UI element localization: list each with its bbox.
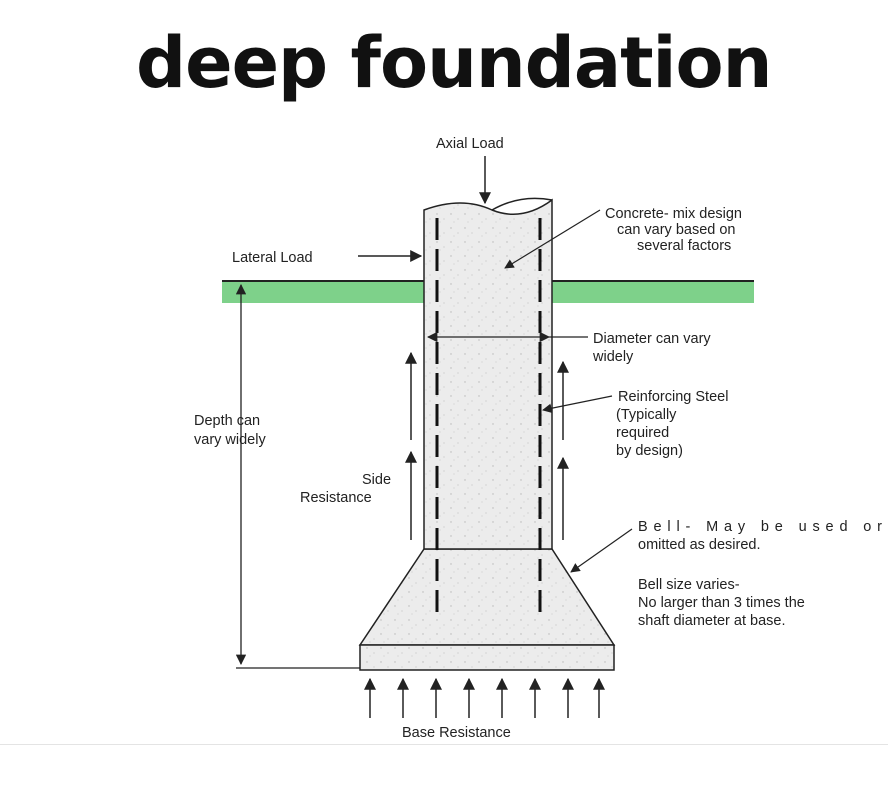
depth-note-1: Depth can: [194, 413, 260, 429]
concrete-note-1: Concrete- mix design: [605, 206, 742, 222]
depth-note-2: vary widely: [194, 432, 266, 448]
axial-load-label: Axial Load: [436, 136, 504, 152]
diagram-title: deep foundation: [136, 22, 772, 104]
diameter-note-1: Diameter can vary: [593, 331, 711, 347]
image-bottom-edge: [0, 744, 888, 745]
rebar-leader: [542, 395, 613, 413]
bell-note-2: omitted as desired.: [638, 537, 761, 553]
pier-shaft: [423, 198, 553, 550]
concrete-leader: [504, 209, 601, 269]
side-resistance-2: Resistance: [300, 490, 372, 506]
bell-size-note-2: No larger than 3 times the: [638, 595, 805, 611]
concrete-note-3: several factors: [637, 238, 731, 254]
bell-note-1: Bell- May be used or: [638, 519, 882, 535]
base-slab: [359, 644, 615, 671]
rebar-note-1: Reinforcing Steel: [618, 389, 728, 405]
concrete-note-2: can vary based on: [617, 222, 736, 238]
rebar-note-3: required: [616, 425, 669, 441]
base-resistance-label: Base Resistance: [402, 725, 511, 741]
diameter-note-2: widely: [592, 349, 634, 365]
rebar-note-4: by design): [616, 443, 683, 459]
bell-leader: [570, 528, 633, 573]
bell: [358, 548, 616, 646]
base-resistance-arrows: [364, 677, 605, 718]
side-resistance-1: Side: [362, 472, 391, 488]
bell-size-note-3: shaft diameter at base.: [638, 613, 786, 629]
lateral-load-label: Lateral Load: [232, 250, 313, 266]
shaft-top-curve: [491, 197, 553, 211]
rebar-note-2: (Typically: [616, 407, 677, 423]
bell-size-note-1: Bell size varies-: [638, 577, 740, 593]
